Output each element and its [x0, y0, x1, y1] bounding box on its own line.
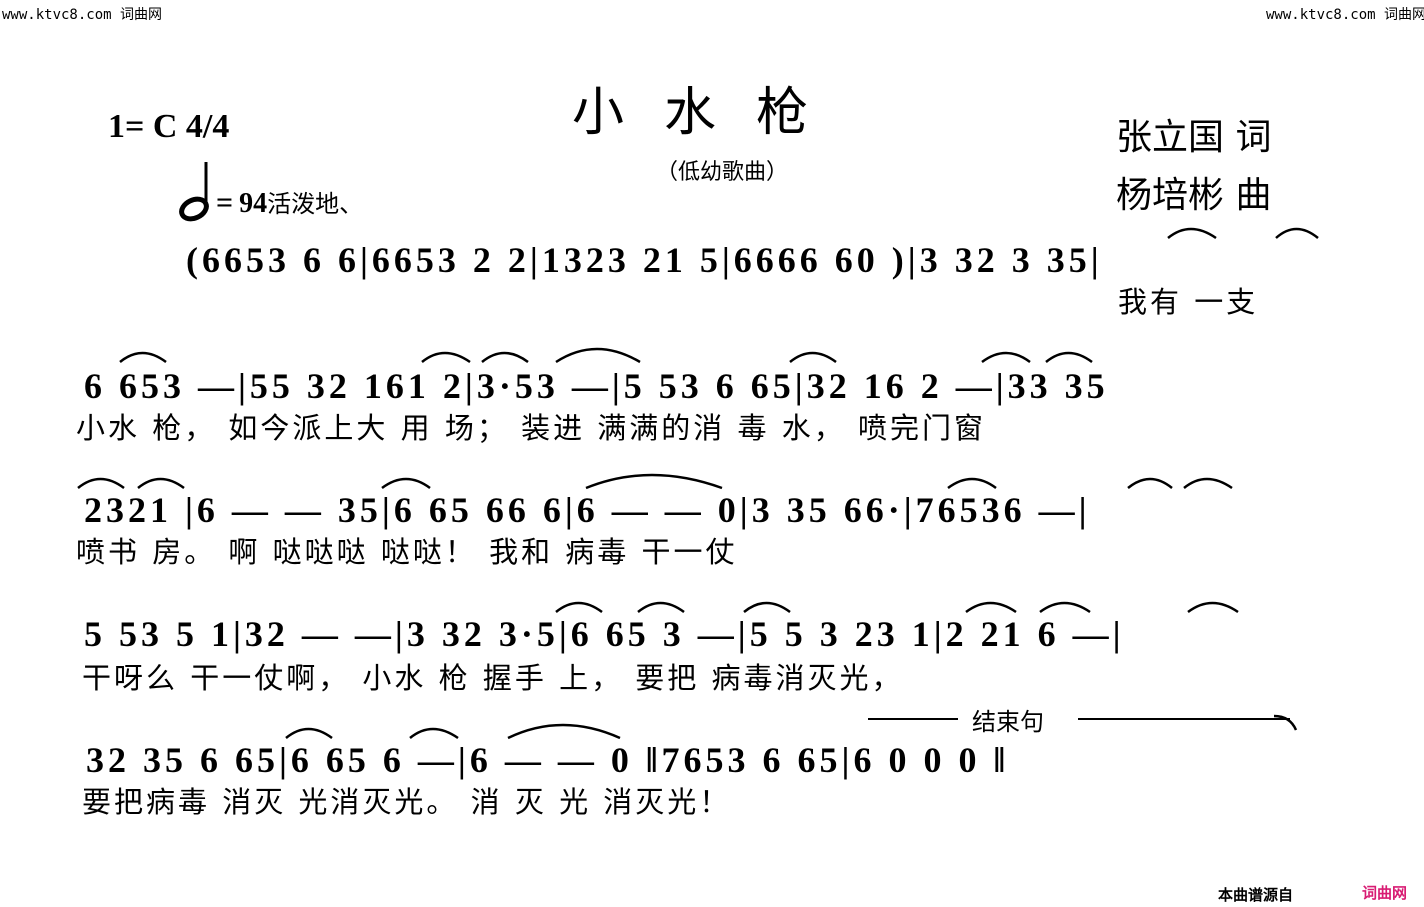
watermark-left: www.ktvc8.com 词曲网 [2, 7, 163, 23]
notation-line-5: 32 35 6 65|6 65 6 —|6 — — 0 ‖7653 6 65|6… [86, 740, 1010, 780]
notation-line-3: 2321 |6 — — 35|6 65 66 6|6 — — 0|3 35 66… [84, 490, 1091, 530]
song-title: 小水枪 [572, 83, 849, 143]
tempo-expression: 活泼地、 [267, 190, 364, 218]
lyrics-line-2: 小水 枪， 如今派上大 用 场； 装进 满满的消 毒 水， 喷完门窗 [76, 411, 986, 445]
lyrics-line-4: 干呀么 干一仗啊， 小水 枪 握手 上， 要把 病毒消灭光， [82, 661, 904, 695]
ending-label: 结束句 [972, 708, 1044, 736]
notation-line-1: (6653 6 6|6653 2 2|1323 21 5|6666 60 )|3… [186, 240, 1103, 280]
tempo-equals: = [216, 186, 234, 219]
ending-bracket-line-left [868, 718, 958, 720]
site-logo[interactable]: 词曲网 [1362, 884, 1408, 902]
tempo-marking: =94活泼地、 [180, 184, 363, 220]
watermark-right: www.ktvc8.com 词曲网 [1266, 7, 1424, 23]
notation-line-2: 6 653 —|55 32 161 2|3·53 —|5 53 6 65|32 … [84, 366, 1109, 406]
lyricist-credit: 张立国 词 [1116, 117, 1272, 158]
lyrics-line-5: 要把病毒 消灭 光消灭光。 消 灭 光 消灭光！ [82, 785, 732, 819]
composer-credit: 杨培彬 曲 [1116, 175, 1272, 216]
ending-bracket-line-right [1078, 718, 1290, 720]
source-label: 本曲谱源自 [1218, 886, 1294, 904]
ending-bracket: 结束句 [868, 700, 1298, 740]
key-signature: 1= C 4/4 [108, 108, 230, 145]
song-subtitle: （低幼歌曲） [656, 160, 789, 185]
lyrics-line-1: 我有 一支 [1118, 285, 1259, 319]
lyrics-line-3: 喷书 房。 啊 哒哒哒 哒哒！ 我和 病毒 干一仗 [76, 535, 738, 569]
tempo-number: 94 [239, 188, 268, 219]
notation-line-4: 5 53 5 1|32 — —|3 32 3·5|6 65 3 —|5 5 3 … [84, 614, 1125, 654]
half-note-icon [179, 162, 209, 222]
